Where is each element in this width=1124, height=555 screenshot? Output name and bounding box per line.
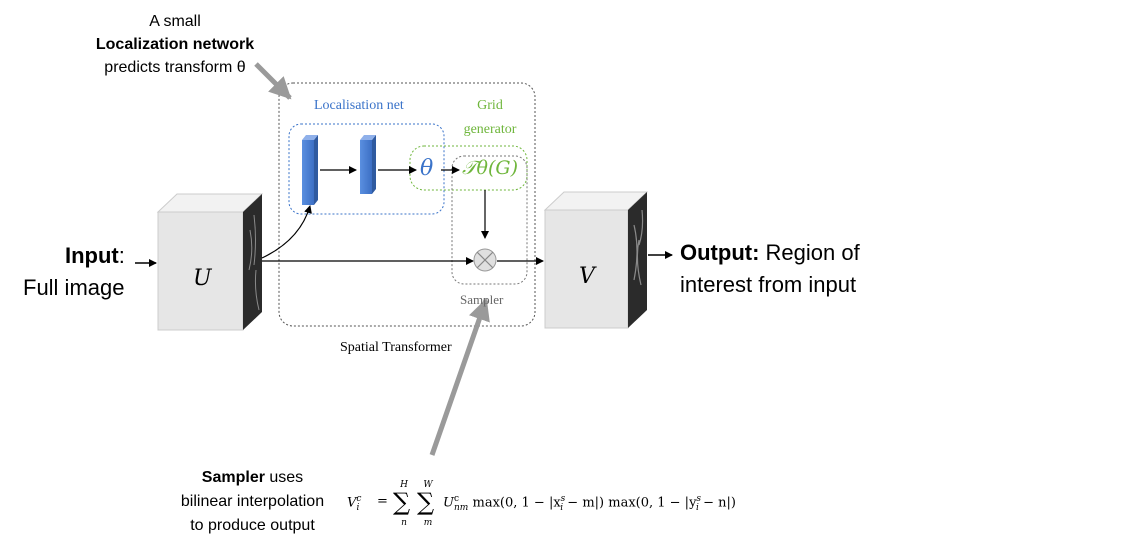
grid-generator-box — [409, 145, 528, 191]
locnet-annotation-line3: predicts transform θ — [104, 59, 246, 76]
locnet-annotation: A small Localization network predicts tr… — [75, 10, 275, 79]
formula-sum2-bottom: m — [423, 518, 433, 528]
sampler-annotation-bold: Sampler — [201, 469, 265, 486]
input-cube — [156, 193, 264, 331]
sampler-annotation-line2: bilinear interpolation — [180, 493, 325, 510]
locnet-annotation-line1: A small — [149, 13, 201, 30]
sampler-node — [473, 248, 497, 272]
formula-sum2-sign: ∑ — [417, 488, 435, 516]
annotation-arrow-locnet — [254, 62, 292, 100]
formula-rhs: Ucnm max(0, 1 − |xsi − m|) max(0, 1 − |y… — [443, 494, 736, 513]
grid-generator-line1: Grid — [477, 98, 503, 113]
grid-generator-label: Grid generator — [450, 94, 530, 142]
output-symbol: V — [579, 264, 595, 289]
input-label-bold: Input — [65, 243, 119, 268]
annotation-arrow-sampler — [429, 298, 490, 456]
sampler-box — [451, 155, 528, 285]
sampler-annotation-rest: uses — [264, 469, 304, 486]
output-label-bold: Output: — [680, 240, 760, 265]
loc-net-layer-2 — [360, 135, 376, 194]
output-label-line2: interest from input — [680, 272, 857, 297]
localisation-net-label: Localisation net — [314, 98, 404, 113]
localisation-net-box — [288, 123, 445, 215]
formula-sum1-sign: ∑ — [393, 488, 411, 516]
grid-generator-line2: generator — [463, 122, 517, 137]
output-annotation: Output: Region of interest from input — [680, 237, 860, 301]
formula-sum1-top: H — [400, 480, 408, 490]
spatial-transformer-box — [278, 82, 536, 327]
input-symbol: U — [193, 266, 212, 291]
locnet-annotation-line2: Localization network — [95, 36, 255, 53]
loc-net-layer-1 — [302, 135, 318, 205]
sampler-annotation-line3: to produce output — [190, 517, 315, 534]
arrow-input-to-locnet — [261, 205, 312, 259]
input-annotation: Input: Full image — [23, 240, 125, 304]
formula-equals: = — [377, 494, 388, 509]
theta-symbol: θ — [420, 156, 434, 181]
input-label-line2: Full image — [23, 275, 125, 300]
output-label-rest: Region of — [759, 240, 860, 265]
spatial-transformer-label: Spatial Transformer — [340, 340, 452, 355]
sampler-label: Sampler — [460, 292, 504, 307]
formula-sum2-top: W — [423, 480, 433, 490]
input-label-rest: : — [118, 243, 125, 268]
output-cube — [543, 191, 649, 329]
formula-sum1-bottom: n — [401, 518, 407, 528]
formula-lhs: Vci — [347, 494, 362, 513]
sampler-annotation: Sampler uses bilinear interpolation to p… — [160, 466, 345, 538]
transform-symbol: 𝒯θ(G) — [462, 157, 518, 179]
